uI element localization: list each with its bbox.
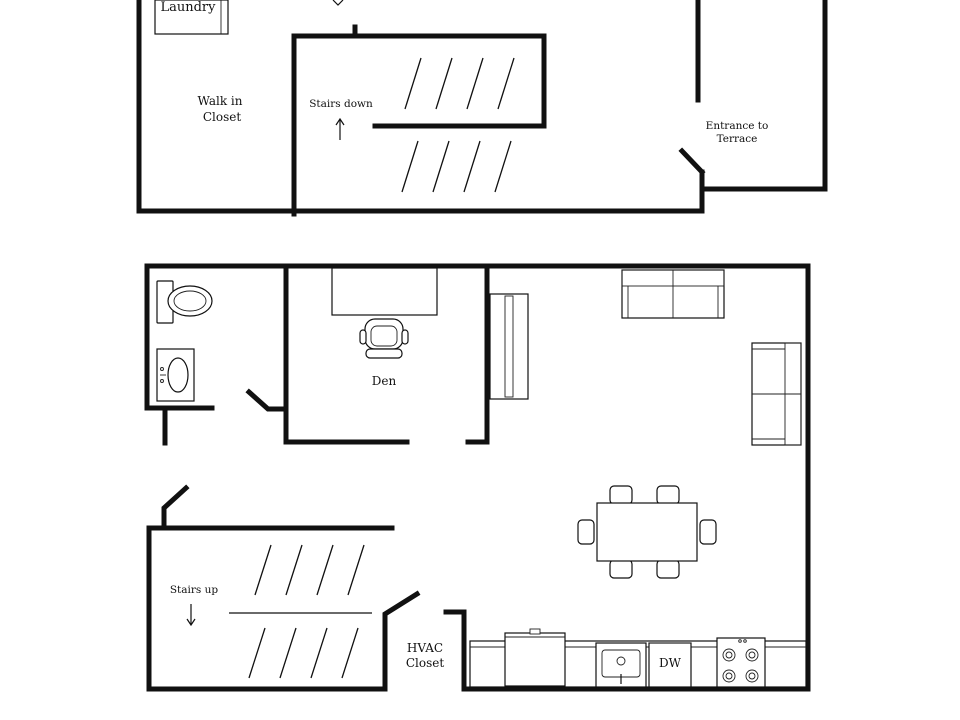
upper-floor: Laundry Walk in Closet Stairs down Entra…	[136, 0, 828, 217]
den-label: Den	[372, 374, 397, 388]
hvac-wall-left	[382, 590, 421, 692]
den-wall-right	[465, 265, 490, 445]
sofa-right-icon	[751, 342, 802, 446]
tv-console	[489, 293, 529, 400]
upper-wall-left	[136, 0, 295, 214]
bath-sink-icon	[156, 348, 195, 402]
sofa-top-icon	[621, 269, 725, 319]
lower-wall-left-top	[144, 263, 811, 692]
hvac-label-1: HVAC	[407, 641, 443, 655]
laundry-label: Laundry	[160, 0, 216, 15]
stairs-down-arrow-icon	[335, 117, 345, 140]
bath-door-swing	[245, 388, 289, 412]
stair-treads-lower-top	[254, 544, 365, 596]
walk-in-closet-label-2: Closet	[203, 110, 242, 124]
kitchen-sink-icon	[595, 642, 647, 688]
stair-door-swing	[161, 484, 190, 527]
refrigerator	[504, 632, 566, 687]
dishwasher-label: DW	[659, 656, 682, 670]
door-swing-mark	[332, 0, 344, 6]
dishwasher	[648, 642, 692, 688]
stairs-down-label: Stairs down	[309, 98, 373, 110]
lower-wall-bottom-left	[146, 525, 395, 692]
office-chair-icon	[359, 318, 409, 359]
stairs-up-label: Stairs up	[170, 584, 219, 596]
den-wall-left	[283, 265, 410, 445]
den-desk	[331, 267, 438, 316]
lower-floor: Den	[144, 263, 811, 692]
dining-table-icon	[577, 485, 717, 579]
laundry-machine	[154, 0, 229, 35]
hvac-label-2: Closet	[406, 656, 445, 670]
stair-enclosure-wall	[291, 33, 547, 217]
upper-wall-terrace	[702, 0, 828, 192]
stair-treads-upper-bottom	[401, 140, 512, 193]
stove-icon	[716, 637, 766, 688]
hvac-wall-right	[443, 609, 467, 692]
stair-treads-lower-bottom	[248, 627, 359, 679]
upper-wall-entrance-door	[678, 147, 706, 176]
entrance-label-2: Terrace	[717, 133, 758, 145]
stairs-up-arrow-icon	[186, 604, 196, 627]
stair-treads-upper-top	[404, 57, 515, 110]
kitchen-counter: DW	[469, 628, 807, 688]
upper-wall-bottom	[289, 169, 705, 214]
toilet-icon	[156, 280, 213, 324]
entrance-label-1: Entrance to	[706, 120, 769, 132]
walk-in-closet-label-1: Walk in	[198, 94, 243, 108]
